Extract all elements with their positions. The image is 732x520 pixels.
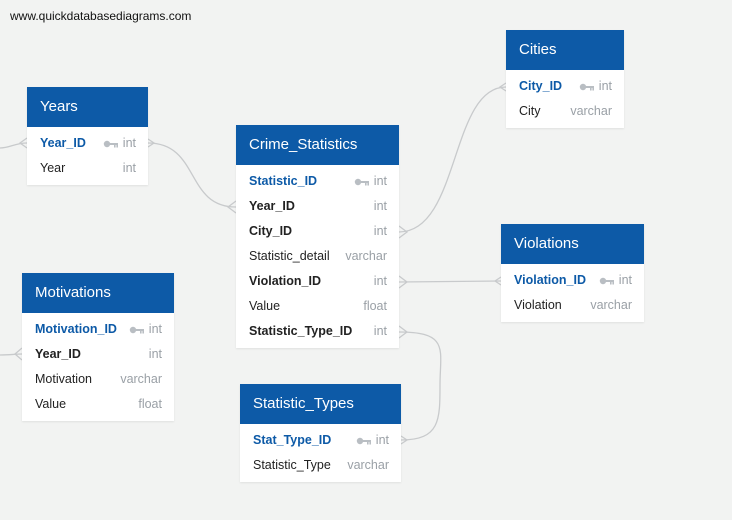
- column-name: Year_ID: [40, 136, 86, 150]
- link-years-left-fork: [18, 137, 28, 149]
- link-violation-pk-mark: [493, 276, 502, 286]
- column-name: Value: [249, 299, 281, 313]
- table-row[interactable]: Violation varchar: [501, 293, 644, 318]
- table-row[interactable]: Statistic_ID int: [236, 169, 399, 194]
- link-city-pk-mark: [498, 82, 507, 92]
- column-name: Motivation: [35, 372, 92, 386]
- column-type: varchar: [590, 298, 632, 312]
- column-name: Statistic_detail: [249, 249, 330, 263]
- table-title: Crime_Statistics: [236, 125, 399, 165]
- table-row[interactable]: City_ID int: [236, 219, 399, 244]
- table-row[interactable]: Statistic_Type varchar: [240, 453, 401, 478]
- link-motivations-left-fork: [14, 347, 23, 361]
- table-row[interactable]: Value float: [22, 392, 174, 417]
- column-name: Statistic_Type_ID: [249, 324, 353, 338]
- link-year-crime-fork: [226, 200, 237, 214]
- link-stattype-crime-fork: [398, 325, 409, 339]
- table-row[interactable]: Year_ID int: [27, 131, 148, 156]
- table-row[interactable]: Year_ID int: [22, 342, 174, 367]
- table-row[interactable]: Violation_ID int: [236, 269, 399, 294]
- key-icon: [599, 276, 615, 286]
- column-name: Violation_ID: [514, 273, 587, 287]
- table-row[interactable]: Value float: [236, 294, 399, 319]
- link-year-pk-mark: [147, 138, 156, 148]
- column-name: Year_ID: [35, 347, 81, 361]
- table-title: Statistic_Types: [240, 384, 401, 424]
- table-years[interactable]: Years Year_ID int Year int: [27, 87, 148, 185]
- key-icon: [579, 82, 595, 92]
- column-name: City_ID: [519, 79, 563, 93]
- key-icon: [103, 139, 119, 149]
- link-violation-crime: [398, 280, 502, 283]
- column-type: int: [373, 274, 387, 288]
- table-violations[interactable]: Violations Violation_ID int Violation va…: [501, 224, 644, 322]
- column-name: Violation: [514, 298, 562, 312]
- key-icon: [356, 436, 372, 446]
- column-name: Value: [35, 397, 67, 411]
- table-row[interactable]: Statistic_detail varchar: [236, 244, 399, 269]
- column-name: Year: [40, 161, 66, 175]
- link-years-left: [0, 142, 28, 149]
- link-stattype-pk-mark: [400, 435, 409, 445]
- watermark: www.quickdatabasediagrams.com: [10, 9, 192, 23]
- column-type: float: [363, 299, 387, 313]
- column-type: varchar: [345, 249, 387, 263]
- table-statistic-types[interactable]: Statistic_Types Stat_Type_ID int Statist…: [240, 384, 401, 482]
- column-type: int: [148, 322, 162, 336]
- column-type: int: [598, 79, 612, 93]
- column-name: Statistic_ID: [249, 174, 318, 188]
- column-type: int: [373, 174, 387, 188]
- column-type: varchar: [570, 104, 612, 118]
- key-icon: [129, 325, 145, 335]
- column-type: varchar: [347, 458, 389, 472]
- table-row[interactable]: Motivation_ID int: [22, 317, 174, 342]
- table-row[interactable]: Statistic_Type_ID int: [236, 319, 399, 344]
- column-type: int: [373, 224, 387, 238]
- link-stattype-crime: [398, 331, 442, 441]
- column-type: int: [373, 324, 387, 338]
- table-title: Years: [27, 87, 148, 127]
- table-title: Cities: [506, 30, 624, 70]
- column-name: Statistic_Type: [253, 458, 331, 472]
- table-row[interactable]: Stat_Type_ID int: [240, 428, 401, 453]
- column-type: int: [375, 433, 389, 447]
- table-row[interactable]: Year int: [27, 156, 148, 181]
- column-type: int: [122, 161, 136, 175]
- table-row[interactable]: City_ID int: [506, 74, 624, 99]
- column-type: int: [373, 199, 387, 213]
- column-type: int: [148, 347, 162, 361]
- column-type: int: [618, 273, 632, 287]
- table-cities[interactable]: Cities City_ID int City varchar: [506, 30, 624, 128]
- link-violation-crime-fork: [398, 275, 409, 289]
- column-name: Stat_Type_ID: [253, 433, 332, 447]
- link-city-crime: [398, 86, 507, 233]
- column-type: int: [122, 136, 136, 150]
- key-icon: [354, 177, 370, 187]
- table-title: Motivations: [22, 273, 174, 313]
- column-name: City: [519, 104, 541, 118]
- table-row[interactable]: Motivation varchar: [22, 367, 174, 392]
- table-crime-statistics[interactable]: Crime_Statistics Statistic_ID int Year_I…: [236, 125, 399, 348]
- column-type: varchar: [120, 372, 162, 386]
- table-title: Violations: [501, 224, 644, 264]
- link-year-crime: [147, 142, 237, 208]
- link-city-crime-fork: [398, 225, 409, 239]
- column-name: Violation_ID: [249, 274, 322, 288]
- table-row[interactable]: Year_ID int: [236, 194, 399, 219]
- column-name: City_ID: [249, 224, 293, 238]
- column-type: float: [138, 397, 162, 411]
- table-row[interactable]: City varchar: [506, 99, 624, 124]
- column-name: Motivation_ID: [35, 322, 117, 336]
- column-name: Year_ID: [249, 199, 295, 213]
- table-row[interactable]: Violation_ID int: [501, 268, 644, 293]
- link-motivations-left: [0, 353, 23, 356]
- table-motivations[interactable]: Motivations Motivation_ID int Year_ID in…: [22, 273, 174, 421]
